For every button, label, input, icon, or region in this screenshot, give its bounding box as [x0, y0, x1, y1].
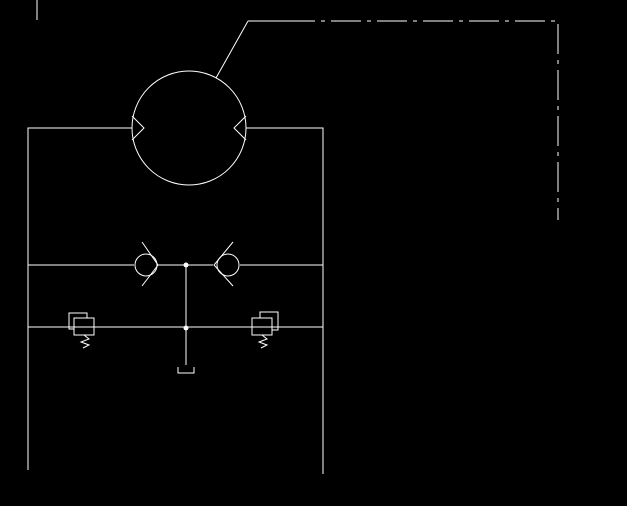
relief-valve-spring — [79, 334, 91, 349]
relief-valve-right — [251, 311, 279, 349]
right-main-line — [246, 127, 324, 474]
check-valve-left — [134, 241, 159, 287]
junction-dot-lower — [183, 325, 189, 331]
main-lines — [27, 127, 324, 474]
tank-icon — [177, 367, 195, 374]
linkage-leader — [215, 20, 249, 79]
motor-port-triangle-right — [233, 115, 247, 141]
motor-circle-icon — [131, 70, 247, 186]
check-valve-right — [213, 241, 240, 287]
motor-port-triangle-left — [131, 115, 145, 141]
relief-valve-pilot — [259, 311, 279, 331]
relief-valve-spring — [257, 334, 269, 349]
check-valve-icon — [216, 253, 240, 277]
shaft-linkage — [215, 20, 559, 220]
check-valve-seat — [213, 241, 234, 287]
left-main-line — [27, 127, 132, 470]
hydraulic-motor — [131, 70, 247, 186]
relief-valve-pilot — [68, 312, 88, 330]
check-valve-icon — [134, 253, 158, 277]
check-valve-seat — [141, 241, 159, 287]
junction-dot-upper — [183, 262, 189, 268]
dash-dot-boundary — [285, 20, 559, 220]
relief-valve-left — [68, 312, 95, 349]
